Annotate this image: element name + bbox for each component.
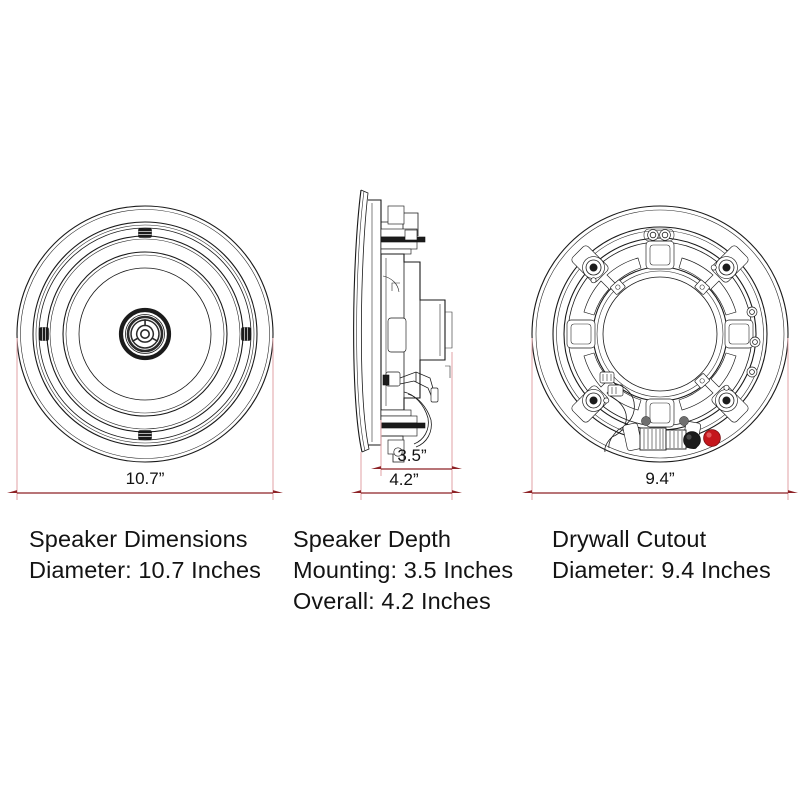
rear-terminal-block (639, 416, 721, 451)
front-center-cap (118, 307, 172, 361)
front-caption: Speaker Dimensions Diameter: 10.7 Inches (29, 526, 261, 583)
side-view-drawing (353, 189, 453, 463)
rear-dimension-label: 9.4” (645, 469, 675, 488)
front-dimension-label: 10.7” (126, 469, 165, 488)
side-lower-mounting-dog (380, 409, 426, 455)
side-caption: Speaker Depth Mounting: 3.5 Inches Overa… (293, 526, 513, 614)
rear-dog-ear-clamps (571, 245, 749, 423)
binding-post-positive (703, 429, 721, 447)
side-caption-line3: Overall: 4.2 Inches (293, 588, 491, 614)
rear-vent-cutouts (566, 240, 754, 428)
side-upper-mounting-dog (380, 205, 426, 255)
front-caption-line1: Speaker Dimensions (29, 526, 248, 552)
rear-caption-line1: Drywall Cutout (552, 526, 707, 552)
side-dimensions: 3.5” 4.2” (351, 352, 462, 500)
front-caption-line2: Diameter: 10.7 Inches (29, 557, 261, 583)
rear-caption: Drywall Cutout Diameter: 9.4 Inches (552, 526, 771, 583)
side-overall-depth-label: 4.2” (389, 470, 419, 489)
front-view-drawing (16, 205, 274, 463)
side-mounting-depth-label: 3.5” (397, 446, 427, 465)
front-dimension: 10.7” (7, 338, 283, 500)
side-wire-harness (382, 365, 451, 448)
rear-wire-harness (599, 371, 635, 453)
binding-post-negative (683, 431, 701, 449)
rear-view-drawing (531, 205, 789, 463)
rear-top-eyelets (643, 228, 675, 242)
rear-edge-screw-holes (746, 306, 761, 378)
rear-bore-tabs (610, 279, 710, 389)
front-mounting-screws (39, 228, 251, 440)
rear-caption-line2: Diameter: 9.4 Inches (552, 557, 771, 583)
side-caption-line2: Mounting: 3.5 Inches (293, 557, 513, 583)
side-caption-line1: Speaker Depth (293, 526, 451, 552)
rear-dimension: 9.4” (522, 338, 798, 500)
